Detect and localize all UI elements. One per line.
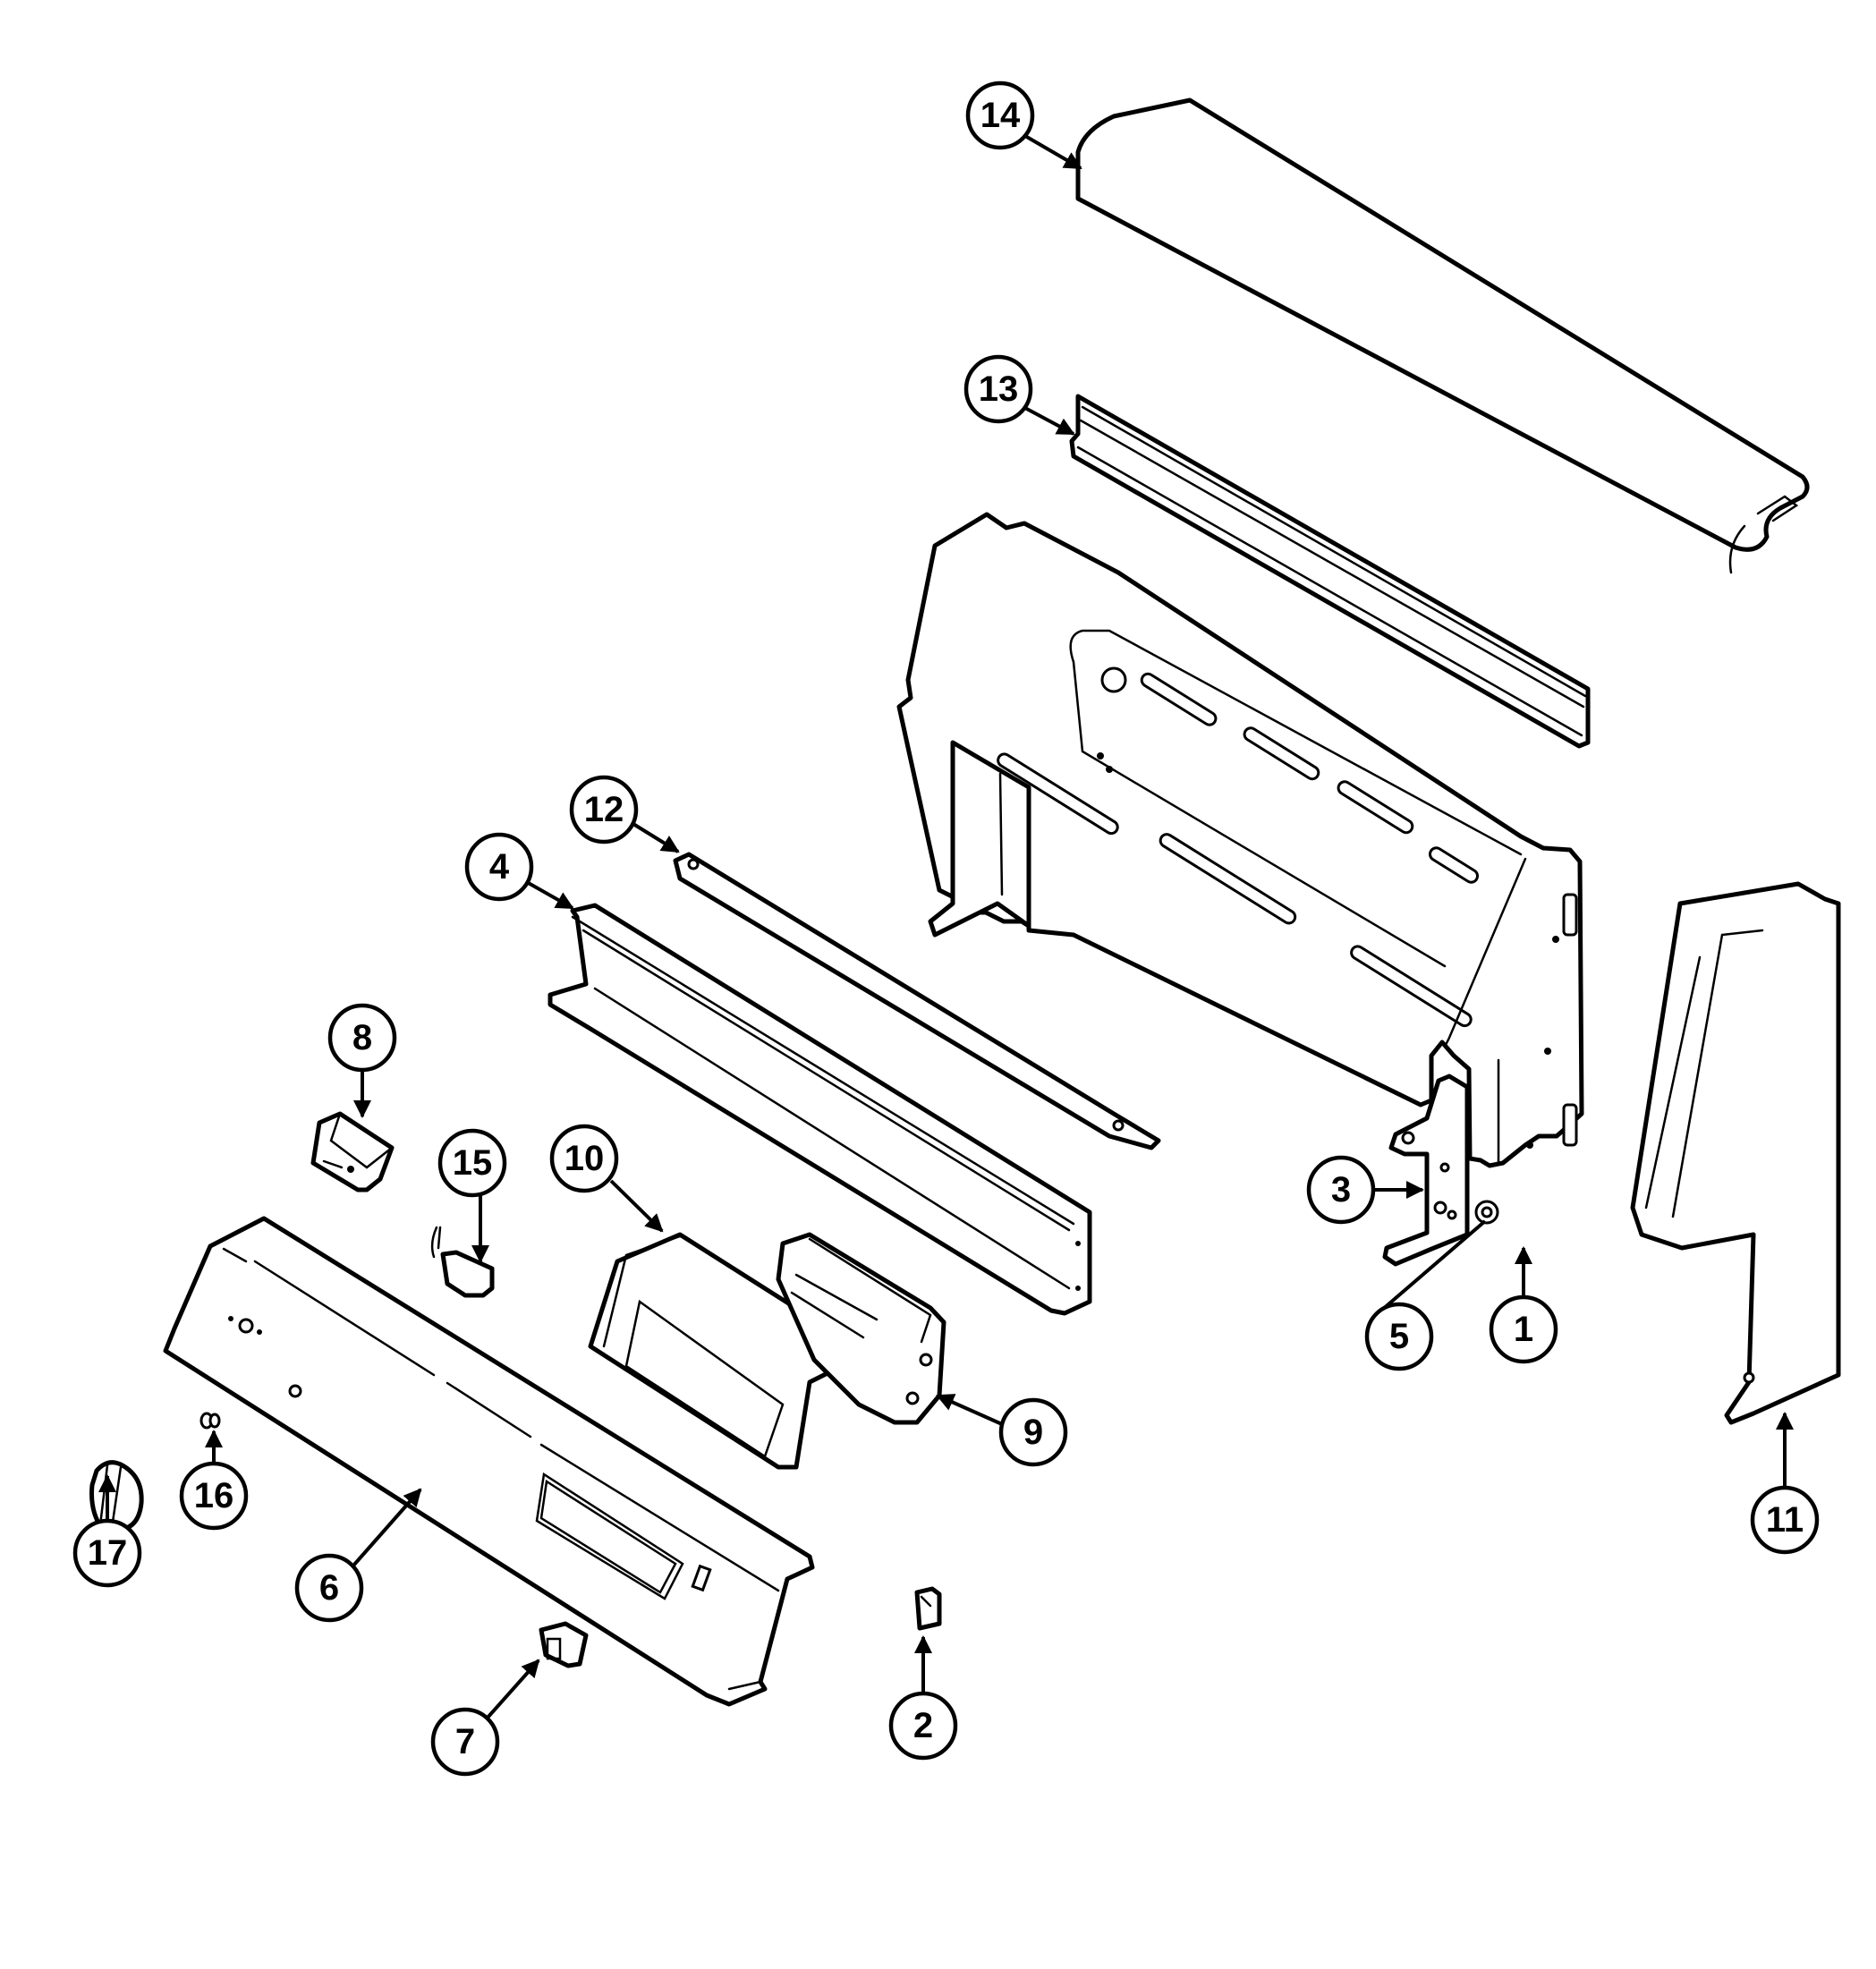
callout-11[interactable]: 11: [1750, 1485, 1820, 1555]
callout-label: 6: [319, 1568, 339, 1608]
callout-17[interactable]: 17: [72, 1518, 142, 1588]
part-6-control-panel: [163, 1216, 815, 1707]
part-15-clip: [430, 1226, 495, 1298]
callout-14[interactable]: 14: [965, 81, 1035, 150]
callout-label: 11: [1766, 1500, 1804, 1540]
part-8-control-box: [310, 1111, 395, 1192]
callout-10[interactable]: 10: [549, 1124, 619, 1193]
callout-15[interactable]: 15: [437, 1128, 507, 1198]
part-1-backguard-frame: [896, 512, 1584, 1168]
callout-label: 13: [979, 369, 1019, 409]
part-14-top-trim-cap: [1075, 98, 1810, 574]
callout-16[interactable]: 16: [179, 1461, 249, 1531]
callout-label: 12: [584, 790, 624, 829]
callout-label: 7: [455, 1722, 475, 1761]
part-5-grommet: [1474, 1200, 1499, 1225]
callout-label: 9: [1023, 1413, 1043, 1452]
callout-4[interactable]: 4: [464, 832, 534, 902]
part-12-flat-strip: [673, 852, 1161, 1150]
part-17-control-knob: [89, 1460, 144, 1532]
callout-label: 16: [194, 1476, 234, 1515]
callout-label: 5: [1389, 1317, 1409, 1356]
part-4-channel: [548, 903, 1092, 1316]
callout-13[interactable]: 13: [963, 354, 1033, 424]
callout-label: 1: [1514, 1310, 1533, 1349]
part-7-rocker-switch: [539, 1621, 589, 1668]
callout-label: 17: [88, 1533, 128, 1573]
part-16-plug-button: [199, 1412, 221, 1430]
callout-12[interactable]: 12: [569, 775, 639, 844]
callout-6[interactable]: 6: [294, 1553, 364, 1623]
part-2-small-bracket: [914, 1586, 942, 1631]
callout-label: 4: [489, 847, 510, 887]
part-3-side-bracket: [1382, 1074, 1470, 1267]
callout-1[interactable]: 1: [1489, 1294, 1558, 1364]
callout-8[interactable]: 8: [327, 1003, 397, 1073]
callout-3[interactable]: 3: [1306, 1155, 1376, 1225]
leader-lines: [98, 134, 1794, 1719]
callout-7[interactable]: 7: [430, 1707, 500, 1777]
callout-label: 8: [352, 1018, 372, 1057]
part-9-electronic-control: [776, 1232, 946, 1425]
part-13-rail-bracket: [1069, 394, 1591, 749]
part-11-side-trim: [1630, 881, 1841, 1425]
callout-5[interactable]: 5: [1364, 1302, 1434, 1371]
callout-2[interactable]: 2: [888, 1691, 958, 1761]
callout-label: 10: [564, 1139, 605, 1178]
callout-label: 3: [1331, 1170, 1351, 1209]
callout-label: 15: [453, 1143, 493, 1183]
callout-label: 2: [913, 1706, 933, 1745]
part-10-display-bezel: [588, 1232, 866, 1470]
callout-9[interactable]: 9: [998, 1397, 1068, 1467]
callout-label: 14: [980, 96, 1021, 135]
